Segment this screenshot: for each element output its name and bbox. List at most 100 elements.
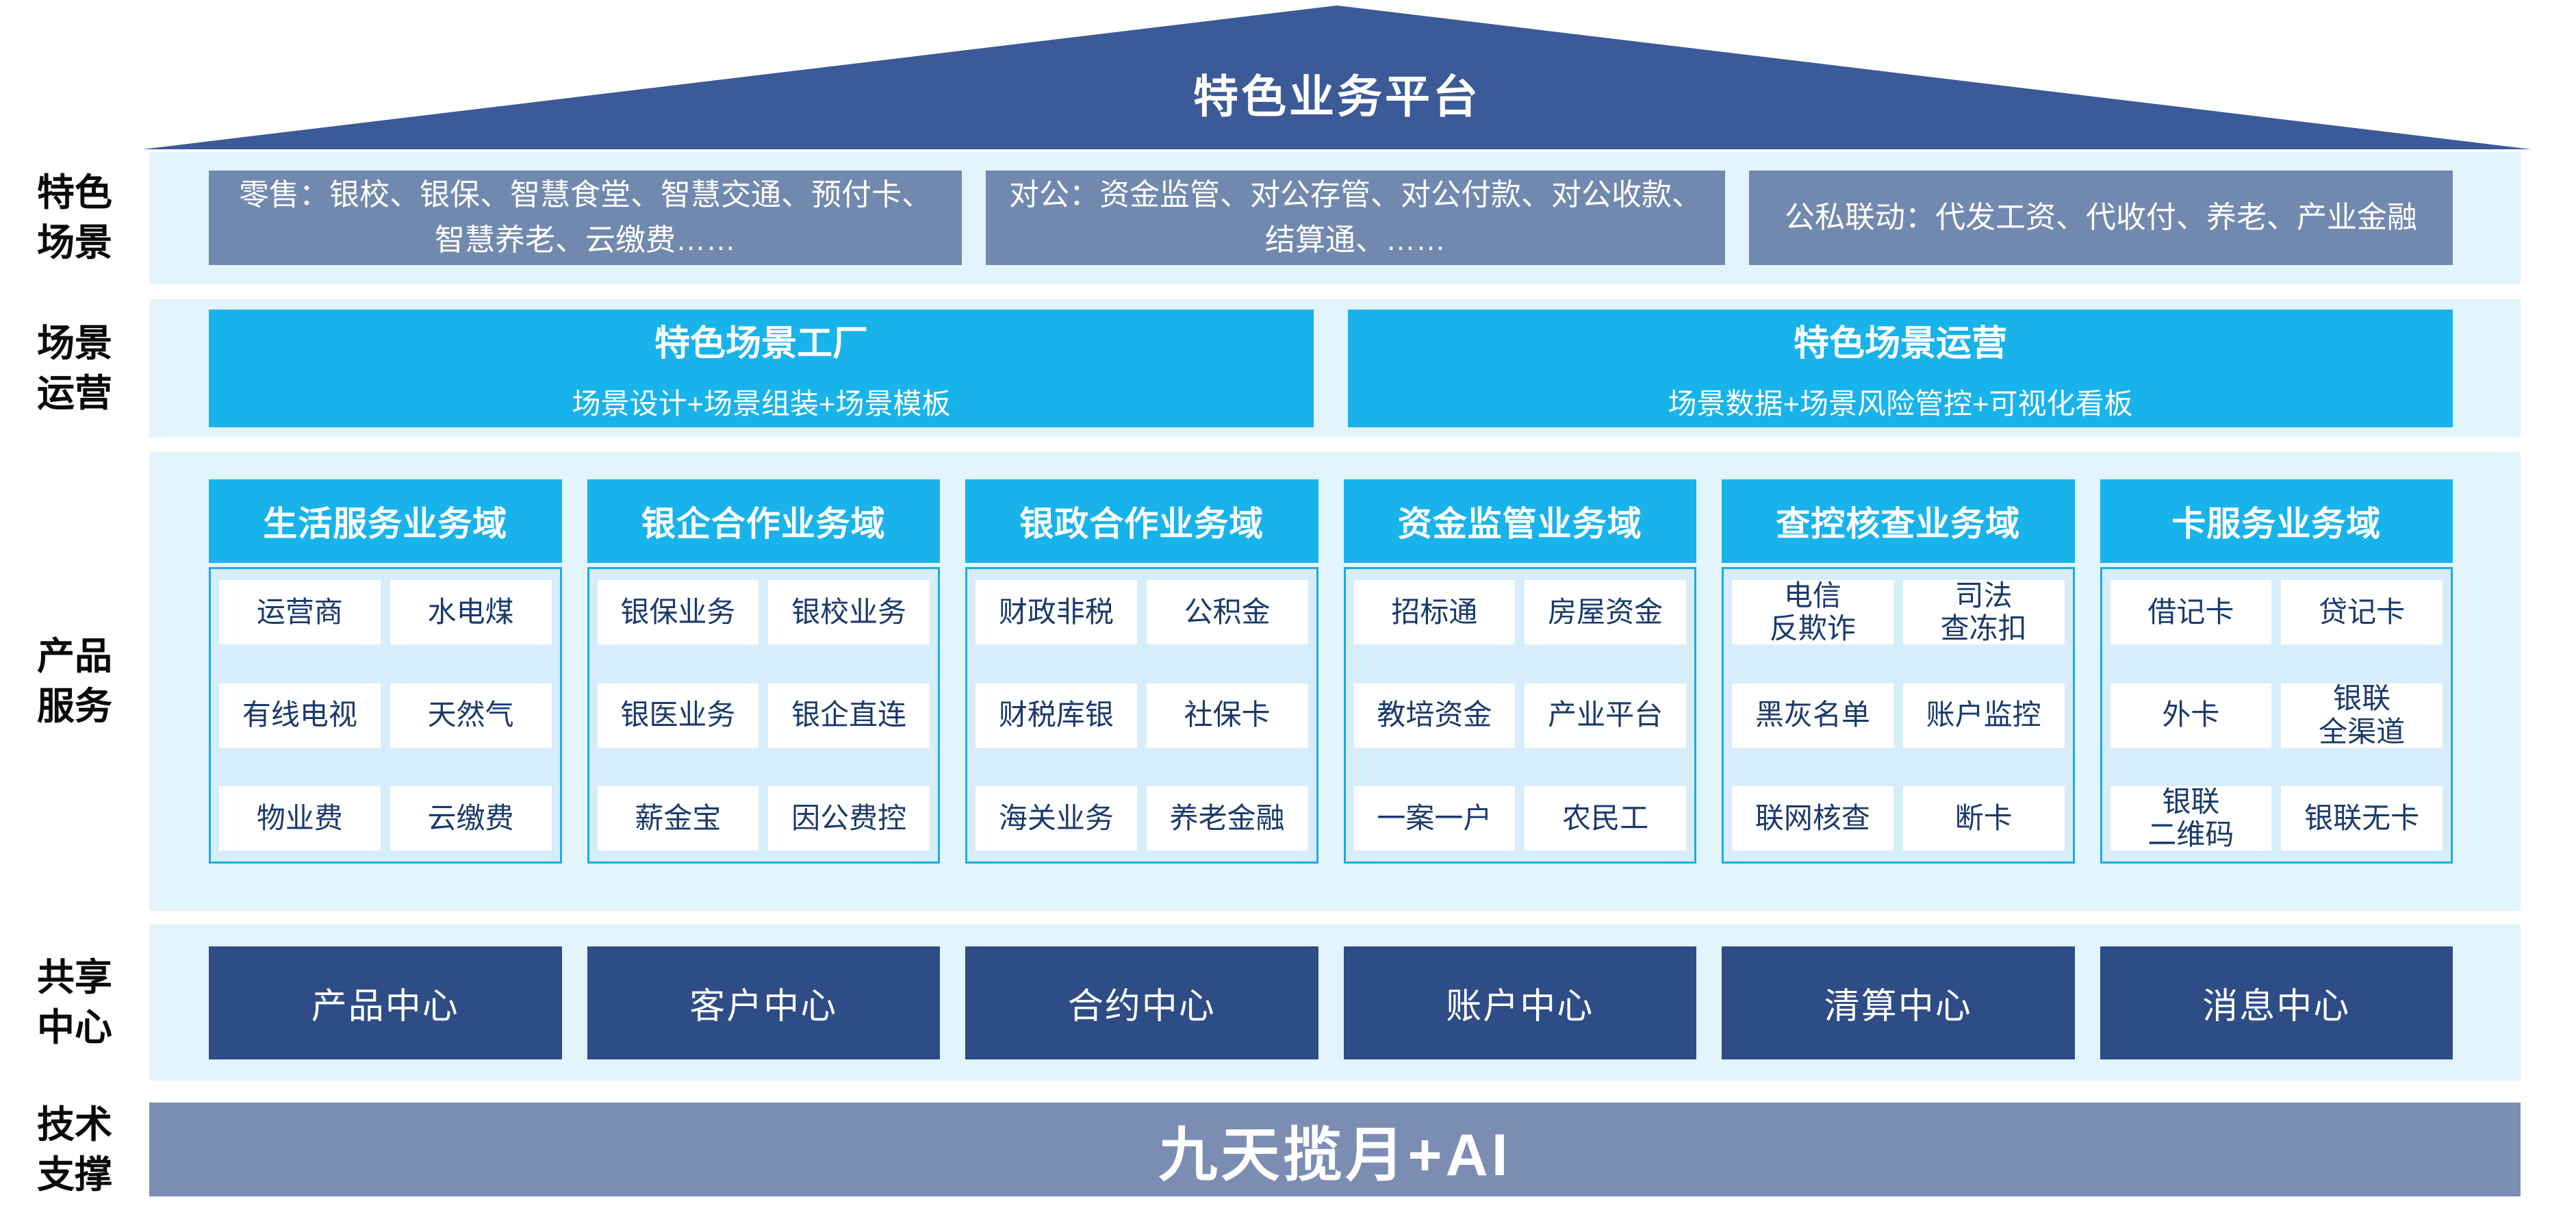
tech-support-label: 九天揽月+AI (1158, 1122, 1512, 1188)
product-row: 黑灰名单 账户监控 (1732, 683, 2065, 748)
product-cell: 银医业务 (597, 683, 759, 748)
product-cell: 银联 全渠道 (2281, 682, 2443, 748)
product-cell: 农民工 (1525, 786, 1686, 851)
product-column-inquiry-verification: 查控核查业务域 电信 反欺诈 司法 查冻扣 黑灰名单 账户监控 联网核查 断卡 (1722, 479, 2075, 911)
product-cell: 海关业务 (975, 786, 1137, 851)
product-row: 联网核查 断卡 (1732, 786, 2065, 851)
product-column-body: 招标通 房屋资金 教培资金 产业平台 一案一户 农民工 (1343, 567, 1696, 864)
product-row: 运营商 水电煤 (219, 580, 552, 644)
side-label-operation: 场景 运营 (36, 322, 112, 414)
product-cell: 云缴费 (390, 786, 552, 851)
product-band: 生活服务业务域 运营商 水电煤 有线电视 天然气 物业费 云缴费 银企合作业务域 (149, 452, 2521, 911)
product-row: 教培资金 产业平台 (1353, 683, 1686, 748)
scene-band: 零售：银校、银保、智慧食堂、智慧交通、预付卡、智慧养老、云缴费…… 对公：资金监… (149, 152, 2521, 284)
product-cell: 教培资金 (1353, 683, 1516, 748)
share-center-message: 消息中心 (2100, 946, 2453, 1059)
product-cell: 财税库银 (975, 683, 1137, 748)
product-cell: 银企直连 (768, 683, 930, 748)
product-row: 电信 反欺诈 司法 查冻扣 (1732, 579, 2065, 644)
product-cell: 银联无卡 (2281, 786, 2443, 851)
tech-support-bar: 九天揽月+AI (149, 1103, 2521, 1196)
product-cell: 电信 反欺诈 (1732, 579, 1893, 644)
retail-scenes-box: 零售：银校、银保、智慧食堂、智慧交通、预付卡、智慧养老、云缴费…… (209, 171, 962, 265)
product-cell: 产业平台 (1525, 683, 1686, 748)
product-row: 一案一户 农民工 (1353, 786, 1686, 851)
product-column-header: 查控核查业务域 (1722, 479, 2075, 563)
product-cell: 银联 二维码 (2110, 785, 2272, 851)
product-column-bank-enterprise: 银企合作业务域 银保业务 银校业务 银医业务 银企直连 薪金宝 因公费控 (587, 479, 940, 911)
product-cell: 银保业务 (597, 580, 759, 644)
scene-operation-box: 特色场景运营 场景数据+场景风险管控+可视化看板 (1348, 310, 2453, 427)
product-cell: 账户监控 (1902, 683, 2065, 748)
product-cell: 公积金 (1146, 580, 1308, 644)
product-column-body: 电信 反欺诈 司法 查冻扣 黑灰名单 账户监控 联网核查 断卡 (1722, 567, 2075, 864)
product-row: 物业费 云缴费 (219, 786, 552, 851)
product-cell: 水电煤 (390, 580, 552, 644)
corporate-scenes-box: 对公：资金监管、对公存管、对公付款、对公收款、结算通、…… (986, 171, 1725, 265)
product-cell: 养老金融 (1146, 786, 1308, 851)
side-label-tech: 技术 支撑 (36, 1103, 112, 1196)
product-row: 借记卡 贷记卡 (2110, 580, 2443, 644)
product-row: 银保业务 银校业务 (597, 580, 930, 644)
share-band: 产品中心 客户中心 合约中心 账户中心 清算中心 消息中心 (149, 925, 2521, 1081)
product-column-body: 借记卡 贷记卡 外卡 银联 全渠道 银联 二维码 银联无卡 (2100, 567, 2453, 864)
scene-factory-title: 特色场景工厂 (654, 324, 868, 364)
product-column-header: 银政合作业务域 (965, 479, 1318, 563)
product-row: 招标通 房屋资金 (1353, 580, 1686, 644)
product-column-body: 财政非税 公积金 财税库银 社保卡 海关业务 养老金融 (965, 567, 1318, 864)
scene-factory-subtitle: 场景设计+场景组装+场景模板 (572, 388, 951, 420)
product-cell: 断卡 (1902, 786, 2065, 851)
side-label-scene: 特色 场景 (36, 171, 112, 264)
share-center-customer: 客户中心 (587, 946, 940, 1059)
product-column-header: 卡服务业务域 (2100, 479, 2453, 563)
side-label-share: 共享 中心 (36, 956, 112, 1048)
product-row: 银医业务 银企直连 (597, 683, 930, 748)
product-cell: 有线电视 (219, 683, 381, 748)
share-center-account: 账户中心 (1343, 946, 1696, 1059)
product-cell: 借记卡 (2110, 580, 2272, 644)
scene-factory-box: 特色场景工厂 场景设计+场景组装+场景模板 (209, 310, 1314, 427)
product-cell: 房屋资金 (1525, 580, 1686, 644)
product-cell: 运营商 (219, 580, 381, 644)
product-cell: 招标通 (1353, 580, 1516, 644)
product-cell: 黑灰名单 (1732, 683, 1893, 748)
product-row: 海关业务 养老金融 (975, 786, 1308, 851)
product-column-body: 银保业务 银校业务 银医业务 银企直连 薪金宝 因公费控 (587, 567, 940, 864)
linkage-scenes-box: 公私联动：代发工资、代收付、养老、产业金融 (1749, 171, 2453, 265)
product-cell: 社保卡 (1146, 683, 1308, 748)
product-column-header: 资金监管业务域 (1343, 479, 1696, 563)
product-column-life-services: 生活服务业务域 运营商 水电煤 有线电视 天然气 物业费 云缴费 (209, 479, 562, 911)
scene-operation-subtitle: 场景数据+场景风险管控+可视化看板 (1668, 388, 2133, 420)
share-center-clearing: 清算中心 (1722, 946, 2075, 1059)
share-center-contract: 合约中心 (965, 946, 1318, 1059)
scene-operation-title: 特色场景运营 (1793, 324, 2007, 364)
product-cell: 薪金宝 (597, 786, 759, 851)
product-cell: 联网核查 (1732, 786, 1893, 851)
product-cell: 贷记卡 (2281, 580, 2443, 644)
platform-banner: 特色业务平台 (142, 5, 2532, 149)
product-cell: 因公费控 (768, 786, 930, 851)
product-cell: 一案一户 (1353, 786, 1516, 851)
product-row: 薪金宝 因公费控 (597, 786, 930, 851)
product-column-bank-government: 银政合作业务域 财政非税 公积金 财税库银 社保卡 海关业务 养老金融 (965, 479, 1318, 911)
share-center-product: 产品中心 (209, 946, 562, 1059)
product-column-fund-supervision: 资金监管业务域 招标通 房屋资金 教培资金 产业平台 一案一户 农民工 (1343, 479, 1696, 911)
product-column-header: 生活服务业务域 (209, 479, 562, 563)
product-cell: 财政非税 (975, 580, 1137, 644)
operation-band: 特色场景工厂 场景设计+场景组装+场景模板 特色场景运营 场景数据+场景风险管控… (149, 299, 2521, 438)
product-cell: 司法 查冻扣 (1902, 579, 2065, 644)
product-column-header: 银企合作业务域 (587, 479, 940, 563)
product-row: 外卡 银联 全渠道 (2110, 682, 2443, 748)
product-column-body: 运营商 水电煤 有线电视 天然气 物业费 云缴费 (209, 567, 562, 864)
product-row: 财税库银 社保卡 (975, 683, 1308, 748)
product-cell: 外卡 (2110, 683, 2272, 748)
platform-title: 特色业务平台 (1193, 71, 1481, 122)
product-row: 银联 二维码 银联无卡 (2110, 785, 2443, 851)
product-row: 财政非税 公积金 (975, 580, 1308, 644)
product-cell: 物业费 (219, 786, 381, 851)
product-column-card-services: 卡服务业务域 借记卡 贷记卡 外卡 银联 全渠道 银联 二维码 银联无卡 (2100, 479, 2453, 911)
product-cell: 银校业务 (768, 580, 930, 644)
product-row: 有线电视 天然气 (219, 683, 552, 748)
product-cell: 天然气 (390, 683, 552, 748)
